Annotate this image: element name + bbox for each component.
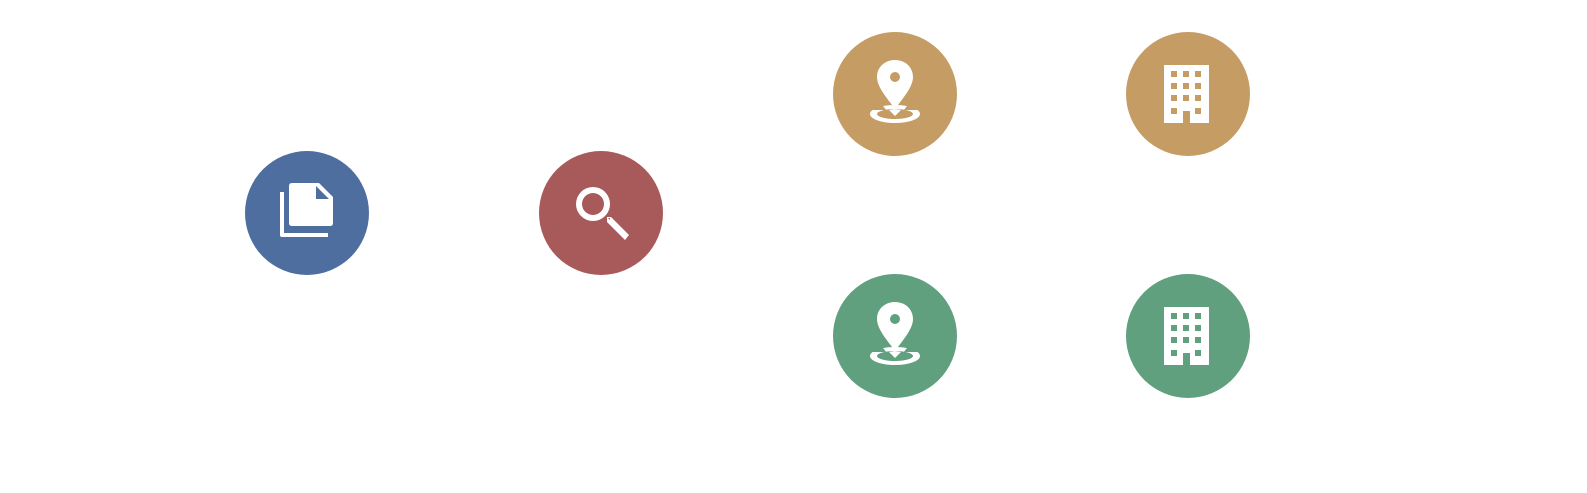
building-icon xyxy=(1126,32,1250,156)
building-node-top xyxy=(1126,32,1250,156)
location-pin-icon xyxy=(833,32,957,156)
location-node-top xyxy=(833,32,957,156)
building-node-bottom xyxy=(1126,274,1250,398)
search-icon xyxy=(539,151,663,275)
location-node-bottom xyxy=(833,274,957,398)
building-icon xyxy=(1126,274,1250,398)
documents-node xyxy=(245,151,369,275)
search-node xyxy=(539,151,663,275)
documents-icon xyxy=(245,151,369,275)
location-pin-icon xyxy=(833,274,957,398)
